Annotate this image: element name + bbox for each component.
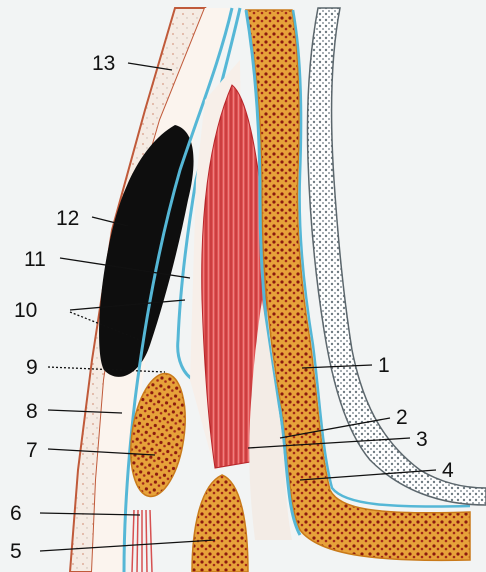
- label-8: 8: [26, 400, 38, 423]
- label-13: 13: [92, 52, 115, 75]
- label-1: 1: [378, 354, 390, 377]
- label-6: 6: [10, 502, 22, 525]
- label-10: 10: [14, 299, 37, 322]
- label-12: 12: [56, 207, 79, 230]
- label-5: 5: [10, 540, 22, 563]
- label-7: 7: [26, 439, 38, 462]
- label-4: 4: [442, 459, 454, 482]
- label-11: 11: [24, 248, 46, 271]
- label-3: 3: [416, 428, 428, 451]
- label-9: 9: [26, 356, 38, 379]
- label-2: 2: [396, 406, 408, 429]
